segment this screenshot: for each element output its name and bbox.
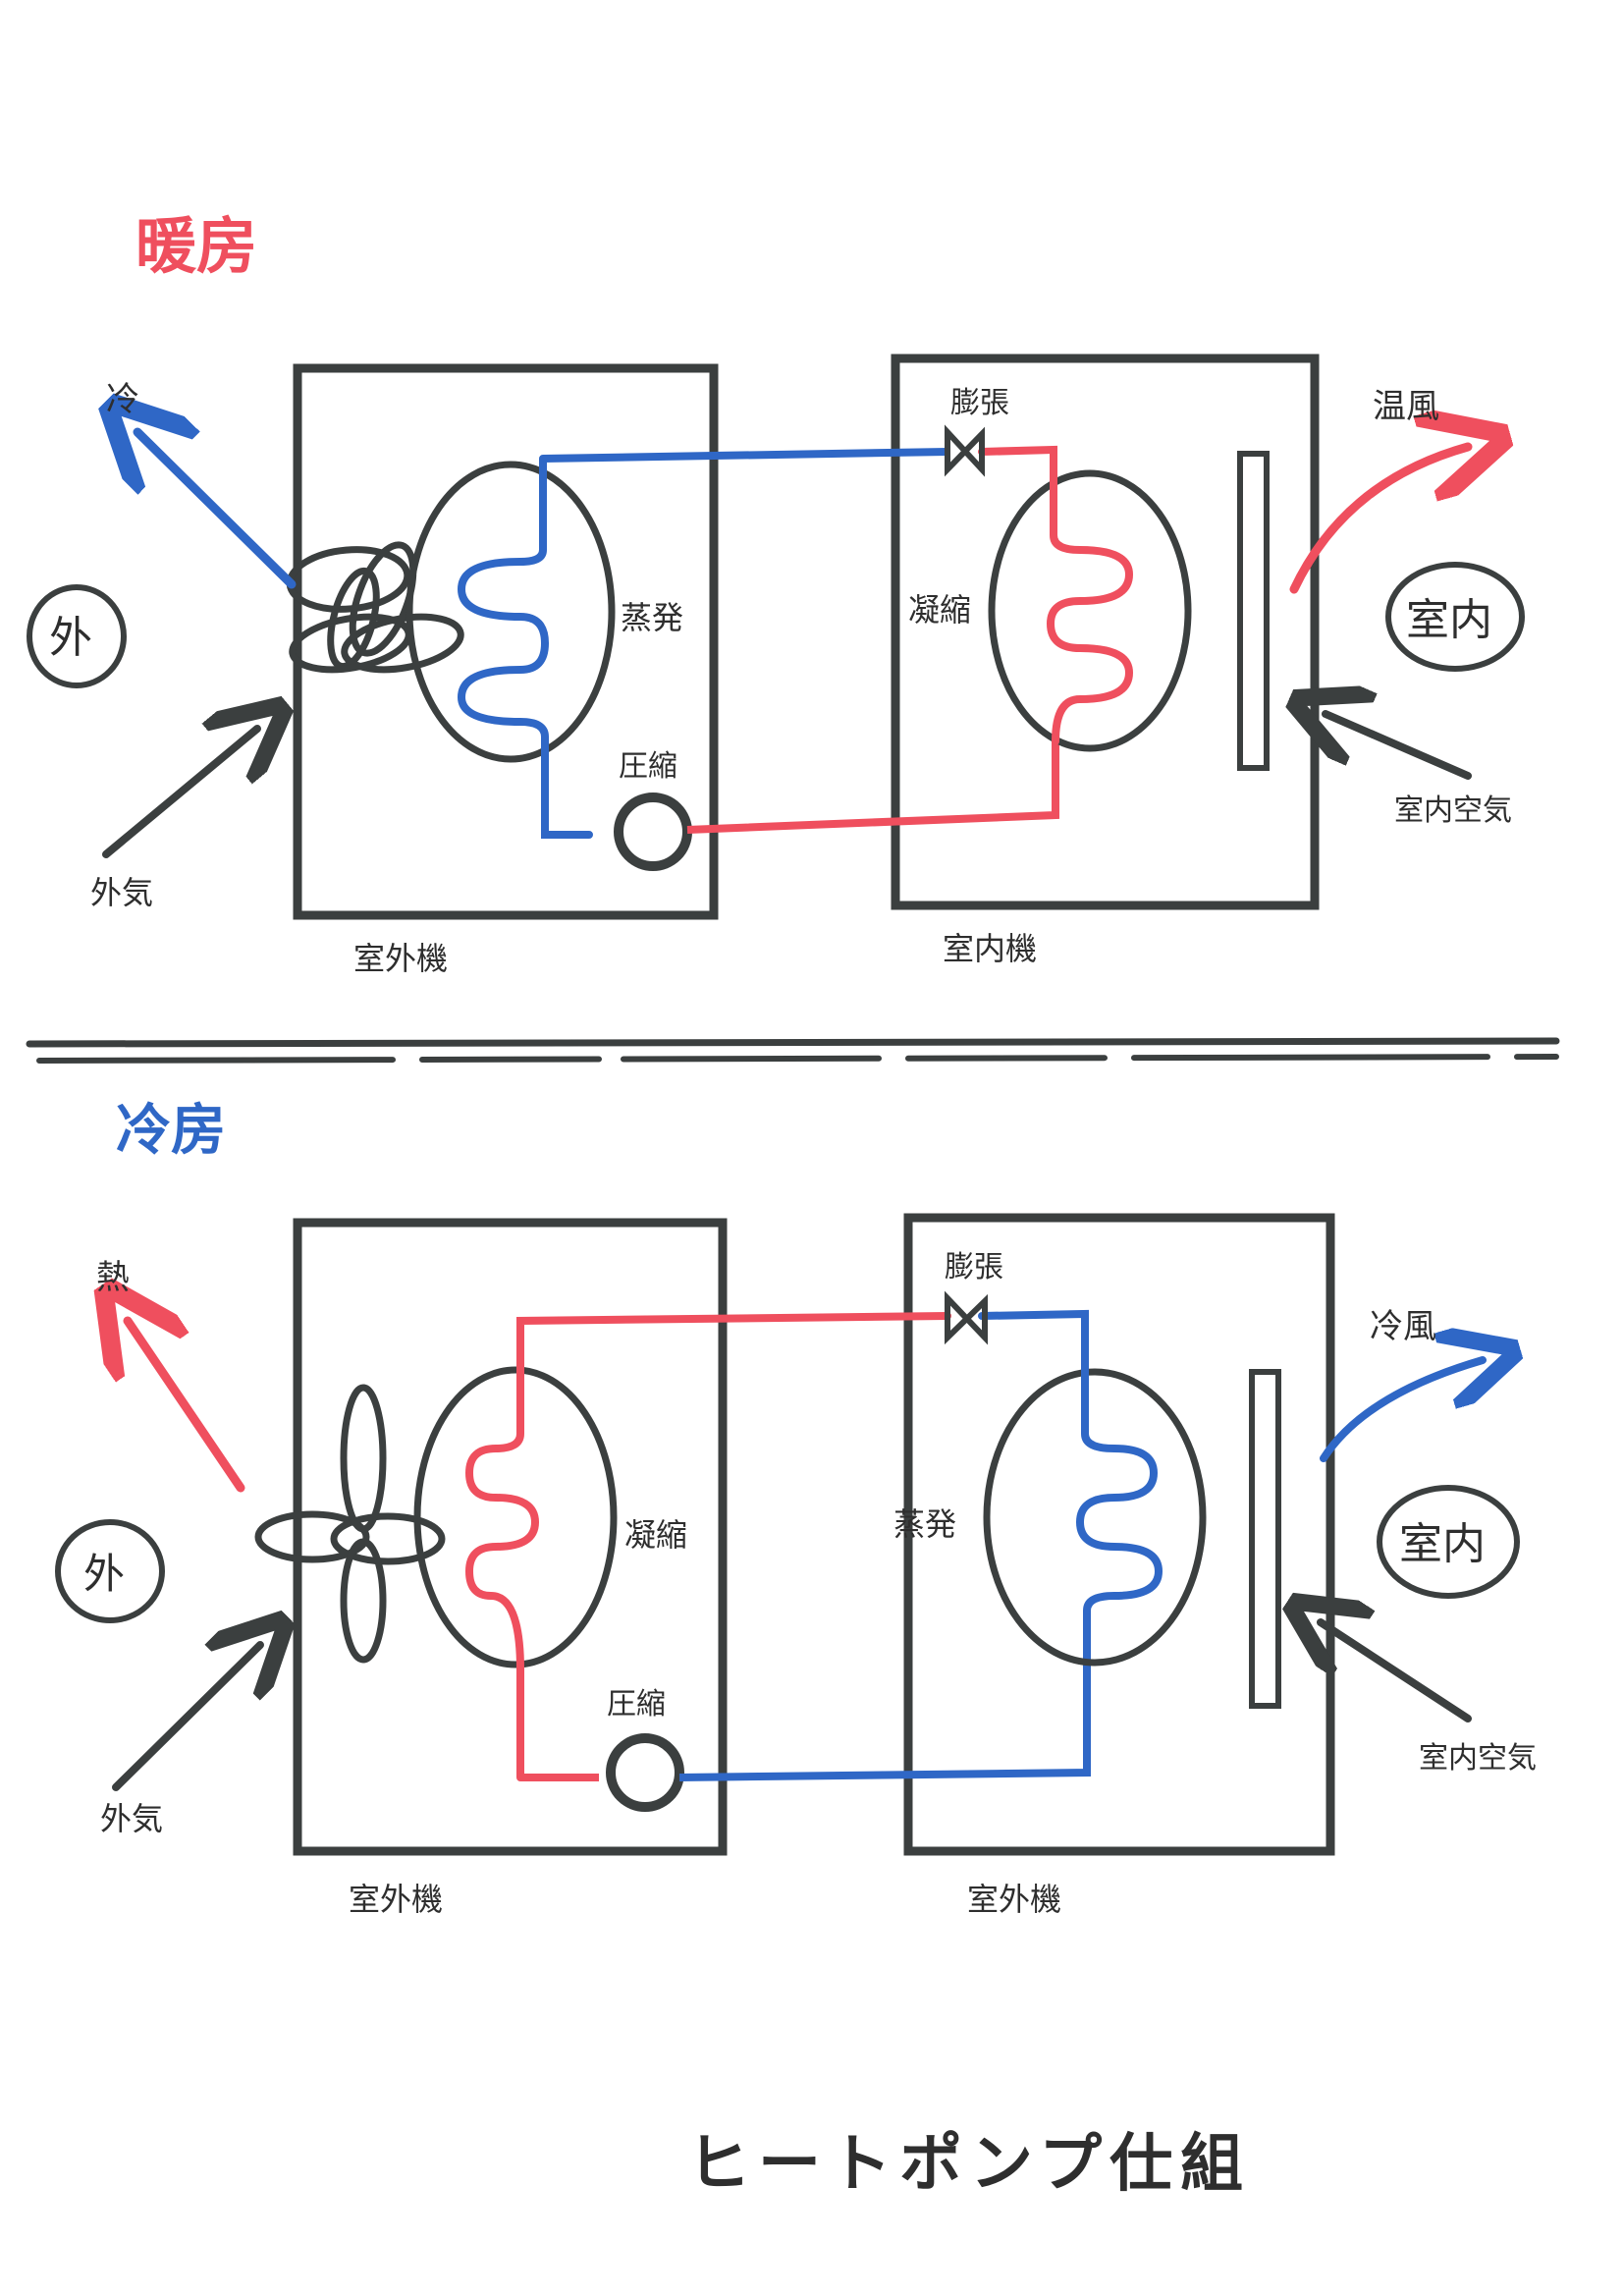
outdoor-heat-exchanger: [406, 461, 616, 763]
outdoor-fan-icon: [254, 1384, 446, 1664]
cold-exhaust-arrow: [137, 432, 297, 589]
compressor-icon: [614, 793, 692, 871]
indoor-air-label: 室内空気: [1394, 793, 1512, 828]
outside-air-arrow: [102, 729, 257, 858]
indoor-circle-label: 室内: [1406, 595, 1492, 645]
compressor-label: 圧縮: [607, 1687, 666, 1722]
expansion-label: 膨張: [945, 1250, 1003, 1285]
indoor-unit-label: 室内機: [943, 930, 1037, 967]
section-divider: [26, 1037, 1560, 1064]
cooling-section: 冷房: [55, 1099, 1537, 1918]
outside-circle: [27, 584, 127, 688]
condenser-label: 凝縮: [624, 1516, 687, 1554]
evaporator-coil: [457, 455, 593, 839]
indoor-circle: [1385, 562, 1525, 672]
heating-section: 暖房: [27, 210, 1525, 977]
outside-circle-label: 外: [83, 1550, 125, 1598]
expansion-valve-icon: [945, 1290, 988, 1345]
footer-title: ヒートポンプ仕組: [687, 2128, 1251, 2201]
evaporator-label: 蒸発: [893, 1505, 956, 1543]
condenser-label: 凝縮: [908, 591, 971, 629]
cooling-title: 冷房: [116, 1099, 226, 1163]
indoor-air-label: 室内空気: [1419, 1741, 1537, 1776]
indoor-heat-exchanger: [983, 1368, 1207, 1667]
outdoor-unit-box: [293, 363, 719, 920]
indoor-air-arrow: [1325, 714, 1472, 780]
expansion-valve-icon: [945, 424, 985, 477]
indoor-circle-label: 室内: [1399, 1519, 1486, 1569]
compressor-icon: [606, 1733, 684, 1812]
low-pressure-pipe: [542, 448, 948, 463]
compressor-label: 圧縮: [619, 749, 677, 784]
condenser-coil: [978, 445, 1134, 745]
outdoor-unit-label: 室外機: [349, 1881, 443, 1918]
outdoor-unit-label: 室外機: [353, 940, 448, 977]
outside-circle-label: 外: [49, 613, 92, 663]
indoor-air-arrow: [1321, 1622, 1472, 1722]
cold-exhaust-label: 冷: [106, 380, 139, 419]
warm-air-label: 温風: [1373, 387, 1439, 426]
indoor-unit-box: [891, 354, 1320, 910]
cool-air-label: 冷風: [1370, 1307, 1436, 1346]
indoor-filter: [1249, 1369, 1281, 1709]
condenser-coil: [464, 1312, 951, 1781]
expansion-label: 膨張: [950, 386, 1009, 420]
outside-circle: [55, 1519, 165, 1623]
hot-exhaust-label: 熱: [96, 1258, 130, 1297]
evaporator-label: 蒸発: [621, 599, 683, 636]
evaporator-coil: [978, 1309, 1163, 1614]
outside-air-label: 外気: [90, 874, 153, 911]
outside-air-arrow: [112, 1645, 260, 1791]
outdoor-heat-exchanger: [413, 1366, 618, 1668]
heating-title: 暖房: [135, 210, 257, 282]
indoor-circle: [1377, 1485, 1520, 1599]
indoor-unit-box: [903, 1213, 1335, 1856]
warm-air-arrow: [1289, 447, 1468, 594]
indoor-filter: [1237, 451, 1270, 771]
cool-air-arrow: [1320, 1360, 1483, 1462]
high-pressure-pipe: [686, 741, 1059, 834]
indoor-heat-exchanger: [988, 469, 1192, 752]
indoor-unit-label: 室外機: [967, 1881, 1061, 1918]
hot-exhaust-arrow: [128, 1321, 245, 1493]
low-pressure-pipe: [678, 1611, 1091, 1781]
outdoor-unit-box: [293, 1218, 728, 1856]
outside-air-label: 外気: [100, 1800, 163, 1837]
